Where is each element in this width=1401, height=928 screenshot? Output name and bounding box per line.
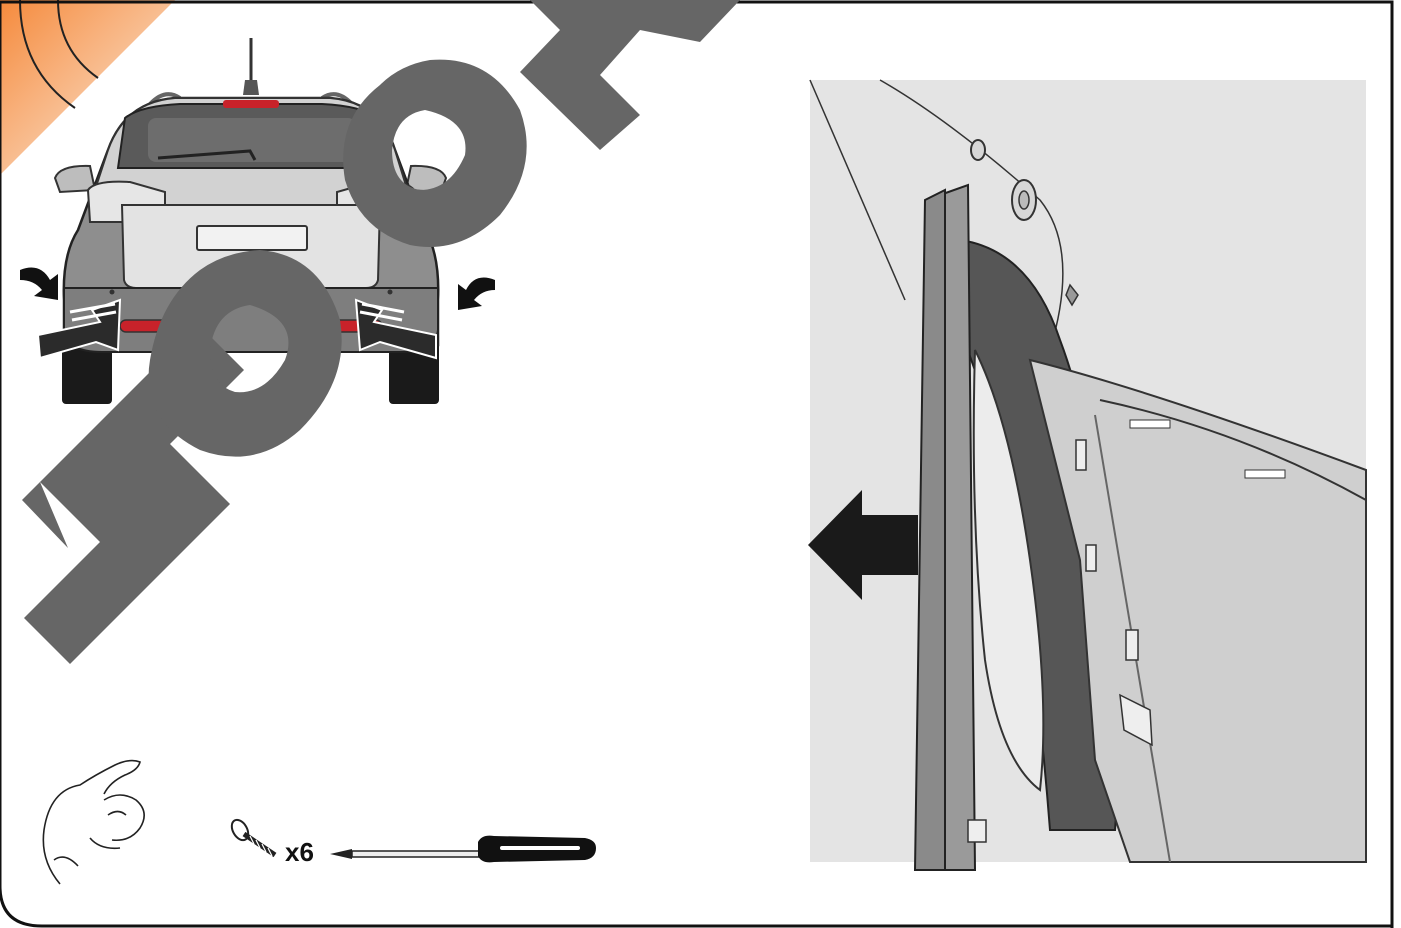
wheel-arch-detail bbox=[809, 79, 1367, 871]
hand-gesture-icon bbox=[42, 759, 145, 885]
pull-out-arrow-right-icon bbox=[354, 298, 437, 360]
pull-out-arrow-left-icon bbox=[36, 298, 122, 360]
car-rear-view bbox=[53, 38, 448, 404]
flat-screwdriver-icon bbox=[330, 835, 596, 863]
corner-accent bbox=[0, 0, 175, 175]
curved-arrow-right-icon bbox=[458, 277, 495, 310]
screw-quantity: x6 bbox=[285, 837, 314, 867]
arrow-left-icon bbox=[808, 490, 918, 600]
watermark bbox=[22, 0, 740, 664]
screw-icon bbox=[230, 818, 277, 858]
curved-arrow-left-icon bbox=[20, 267, 58, 300]
